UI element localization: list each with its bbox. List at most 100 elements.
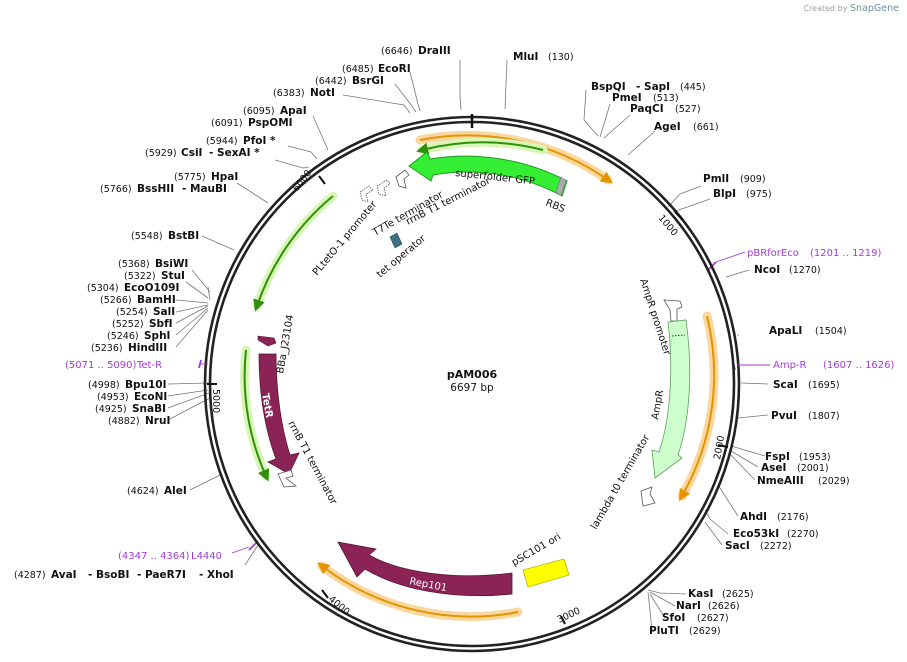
plasmid-length: 6697 bp [450,382,494,394]
site-pluti[interactable]: PluTI [649,625,679,637]
site-fspi[interactable]: FspI [765,451,790,463]
lambda-terminator-feature [640,486,656,507]
site-ncoi[interactable]: NcoI [754,264,780,276]
site-sfoi[interactable]: SfoI [662,612,685,624]
site-pos: (4925) [95,404,127,415]
site-nmeaiii[interactable]: NmeAIII [757,475,804,487]
ampr-feature[interactable] [651,319,691,479]
site-pos: (5368) [118,259,150,270]
site-avai[interactable]: AvaI [51,569,77,581]
site-pos: (1807) [808,411,840,422]
scale-ticks: 1000 2000 3000 4000 5000 6000 [207,168,729,626]
site-scai[interactable]: ScaI [773,379,798,391]
bba-j23104-feature[interactable] [257,335,277,347]
site-pos: (527) [675,104,701,115]
site-snabi[interactable]: SnaBI [132,403,166,415]
primer-pbrforeco[interactable]: pBRforEco [747,248,799,259]
site-maubi[interactable]: - MauBI [182,183,227,195]
site-bamhi[interactable]: BamHI [137,294,176,306]
primer-range: (1201 .. 1219) [810,248,882,259]
site-bsshii[interactable]: BssHII [137,183,174,195]
site-stui[interactable]: StuI [161,270,185,282]
site-nrui[interactable]: NruI [145,415,170,427]
tetr-feature[interactable] [258,353,300,475]
site-sphi[interactable]: SphI [144,330,170,342]
site-blpi[interactable]: BlpI [713,188,736,200]
site-pmli[interactable]: PmlI [703,173,729,185]
primer-range: (5071 .. 5090) [65,360,137,371]
primer-tet-r[interactable]: Tet-R [136,360,162,371]
site-pos: (445) [680,82,706,93]
lambda-label: lambda t0 terminator [589,432,653,531]
site-bsiwi[interactable]: BsiWI [155,258,188,270]
rbs-feature [555,176,567,197]
site-draiii[interactable]: DraIII [418,45,451,57]
site-ahdi[interactable]: AhdI [740,511,767,523]
tick-label: 5000 [210,389,221,413]
site-sbfi[interactable]: SbfI [149,318,173,330]
site-bstbi[interactable]: BstBI [168,230,199,242]
site-pos: (2001) [797,463,829,474]
primer-l4440[interactable]: L4440 [191,551,222,562]
site-pos: (6095) [243,106,275,117]
site-pos: (6646) [381,46,413,57]
superfolder-gfp-feature[interactable] [408,151,568,197]
site-bsobi[interactable]: - BsoBI [88,569,129,581]
site-pos: (975) [746,189,772,200]
site-csii[interactable]: CsiI [181,147,202,159]
site-hpai[interactable]: HpaI [211,171,238,183]
site-eco53ki[interactable]: Eco53kI [733,528,779,540]
site-bsrgi[interactable]: BsrGI [352,75,384,87]
site-pos: (1695) [808,380,840,391]
site-ecoo109i[interactable]: EcoO109I [124,282,179,294]
site-saci[interactable]: SacI [725,540,750,552]
site-kasi[interactable]: KasI [688,588,713,600]
site-alei[interactable]: AleI [164,485,187,497]
orange-arcs [317,130,719,621]
site-apai[interactable]: ApaI [280,105,307,117]
site-pos: (6442) [315,76,347,87]
site-pmei[interactable]: PmeI [612,92,642,104]
site-pos: (5322) [124,271,156,282]
site-ecori[interactable]: EcoRI [378,63,411,75]
site-noti[interactable]: NotI [310,87,335,99]
site-bpu10i[interactable]: Bpu10I [125,379,167,391]
site-pos: (5304) [87,283,119,294]
site-sexai[interactable]: - SexAI * [209,147,260,159]
primer-labels: pBRforEco (1201 .. 1219) Amp-R (1607 .. … [65,248,895,562]
site-pos: (130) [548,52,574,63]
site-sapi[interactable]: - SapI [636,81,670,93]
site-pfoi[interactable]: PfoI * [243,135,276,147]
site-pos: (4287) [14,570,46,581]
site-xhoi[interactable]: - XhoI [199,569,234,581]
rep101-feature[interactable] [337,541,513,597]
site-paer7i[interactable]: - PaeR7I [137,569,186,581]
site-nari[interactable]: NarI [676,600,701,612]
site-agei[interactable]: AgeI [654,121,681,133]
left-site-labels: (6646) DraIII (6485) EcoRI (6442) BsrGI … [14,45,451,581]
psc101-ori-feature[interactable] [522,558,570,588]
site-bspqi[interactable]: BspQI [591,81,626,93]
primer-amp-r[interactable]: Amp-R [773,360,807,371]
site-pos: (2626) [708,601,740,612]
credit-prefix: Created by [803,4,848,13]
tetr-label: TetR [259,393,274,420]
site-pos: (1270) [789,265,821,276]
tick-label: 1000 [656,213,680,239]
site-econi[interactable]: EcoNI [134,391,167,403]
site-pos: (4998) [88,380,120,391]
site-paqci[interactable]: PaqCI [630,103,664,115]
site-pvui[interactable]: PvuI [771,410,797,422]
right-site-labels: MluI (130) BspQI - SapI (445) PmeI (513)… [513,51,850,637]
site-asei[interactable]: AseI [761,462,786,474]
site-mlui[interactable]: MluI [513,51,538,63]
site-pos: (5246) [107,331,139,342]
terminator-glyphs-top [359,169,410,203]
site-hindiii[interactable]: HindIII [128,342,167,354]
tet-operator-label: tet operator [375,233,429,281]
tet-operator-feature[interactable] [389,232,403,249]
site-apali[interactable]: ApaLI [769,325,802,337]
tick-label: 2000 [712,435,727,461]
site-pspomi[interactable]: PspOMI [248,117,293,129]
site-sali[interactable]: SalI [153,306,175,318]
